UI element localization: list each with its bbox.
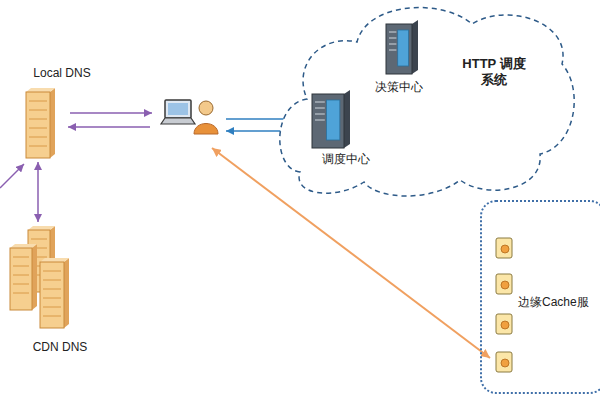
edge-cache-region: 边缘Cache服 (480, 200, 600, 394)
partial-arrow (0, 164, 24, 188)
cloud-region: 决策中心调度中心 HTTP 调度系统 (272, 4, 572, 200)
cache-server-icon (496, 274, 512, 294)
node-label: 决策中心 (364, 80, 434, 94)
cache-server-icon (496, 238, 512, 258)
server-node: 调度中心 (308, 90, 384, 174)
dns-server: Local DNS (22, 66, 102, 162)
server-icon (26, 88, 55, 158)
cache-server-icon (496, 352, 512, 372)
region-title: HTTP 调度系统 (462, 56, 526, 87)
user-icon (161, 100, 218, 134)
server-node: 决策中心 (364, 20, 434, 98)
connector-arrow (37, 162, 39, 222)
server-icon (386, 20, 418, 74)
dns-server-group: CDN DNS (8, 222, 112, 358)
node-shape (22, 66, 102, 162)
server-icon (40, 258, 69, 328)
request-arrow (70, 112, 152, 114)
node-label: CDN DNS (8, 340, 112, 354)
cloud-outline (280, 8, 574, 196)
node-label: 调度中心 (308, 152, 384, 166)
node-shape (8, 222, 112, 358)
node-label: 边缘Cache服 (518, 295, 589, 309)
node-label: Local DNS (22, 66, 102, 80)
server-icon (312, 90, 350, 148)
cache-server-icon (496, 314, 512, 334)
server-icon (10, 244, 37, 310)
response-arrow (68, 126, 150, 128)
